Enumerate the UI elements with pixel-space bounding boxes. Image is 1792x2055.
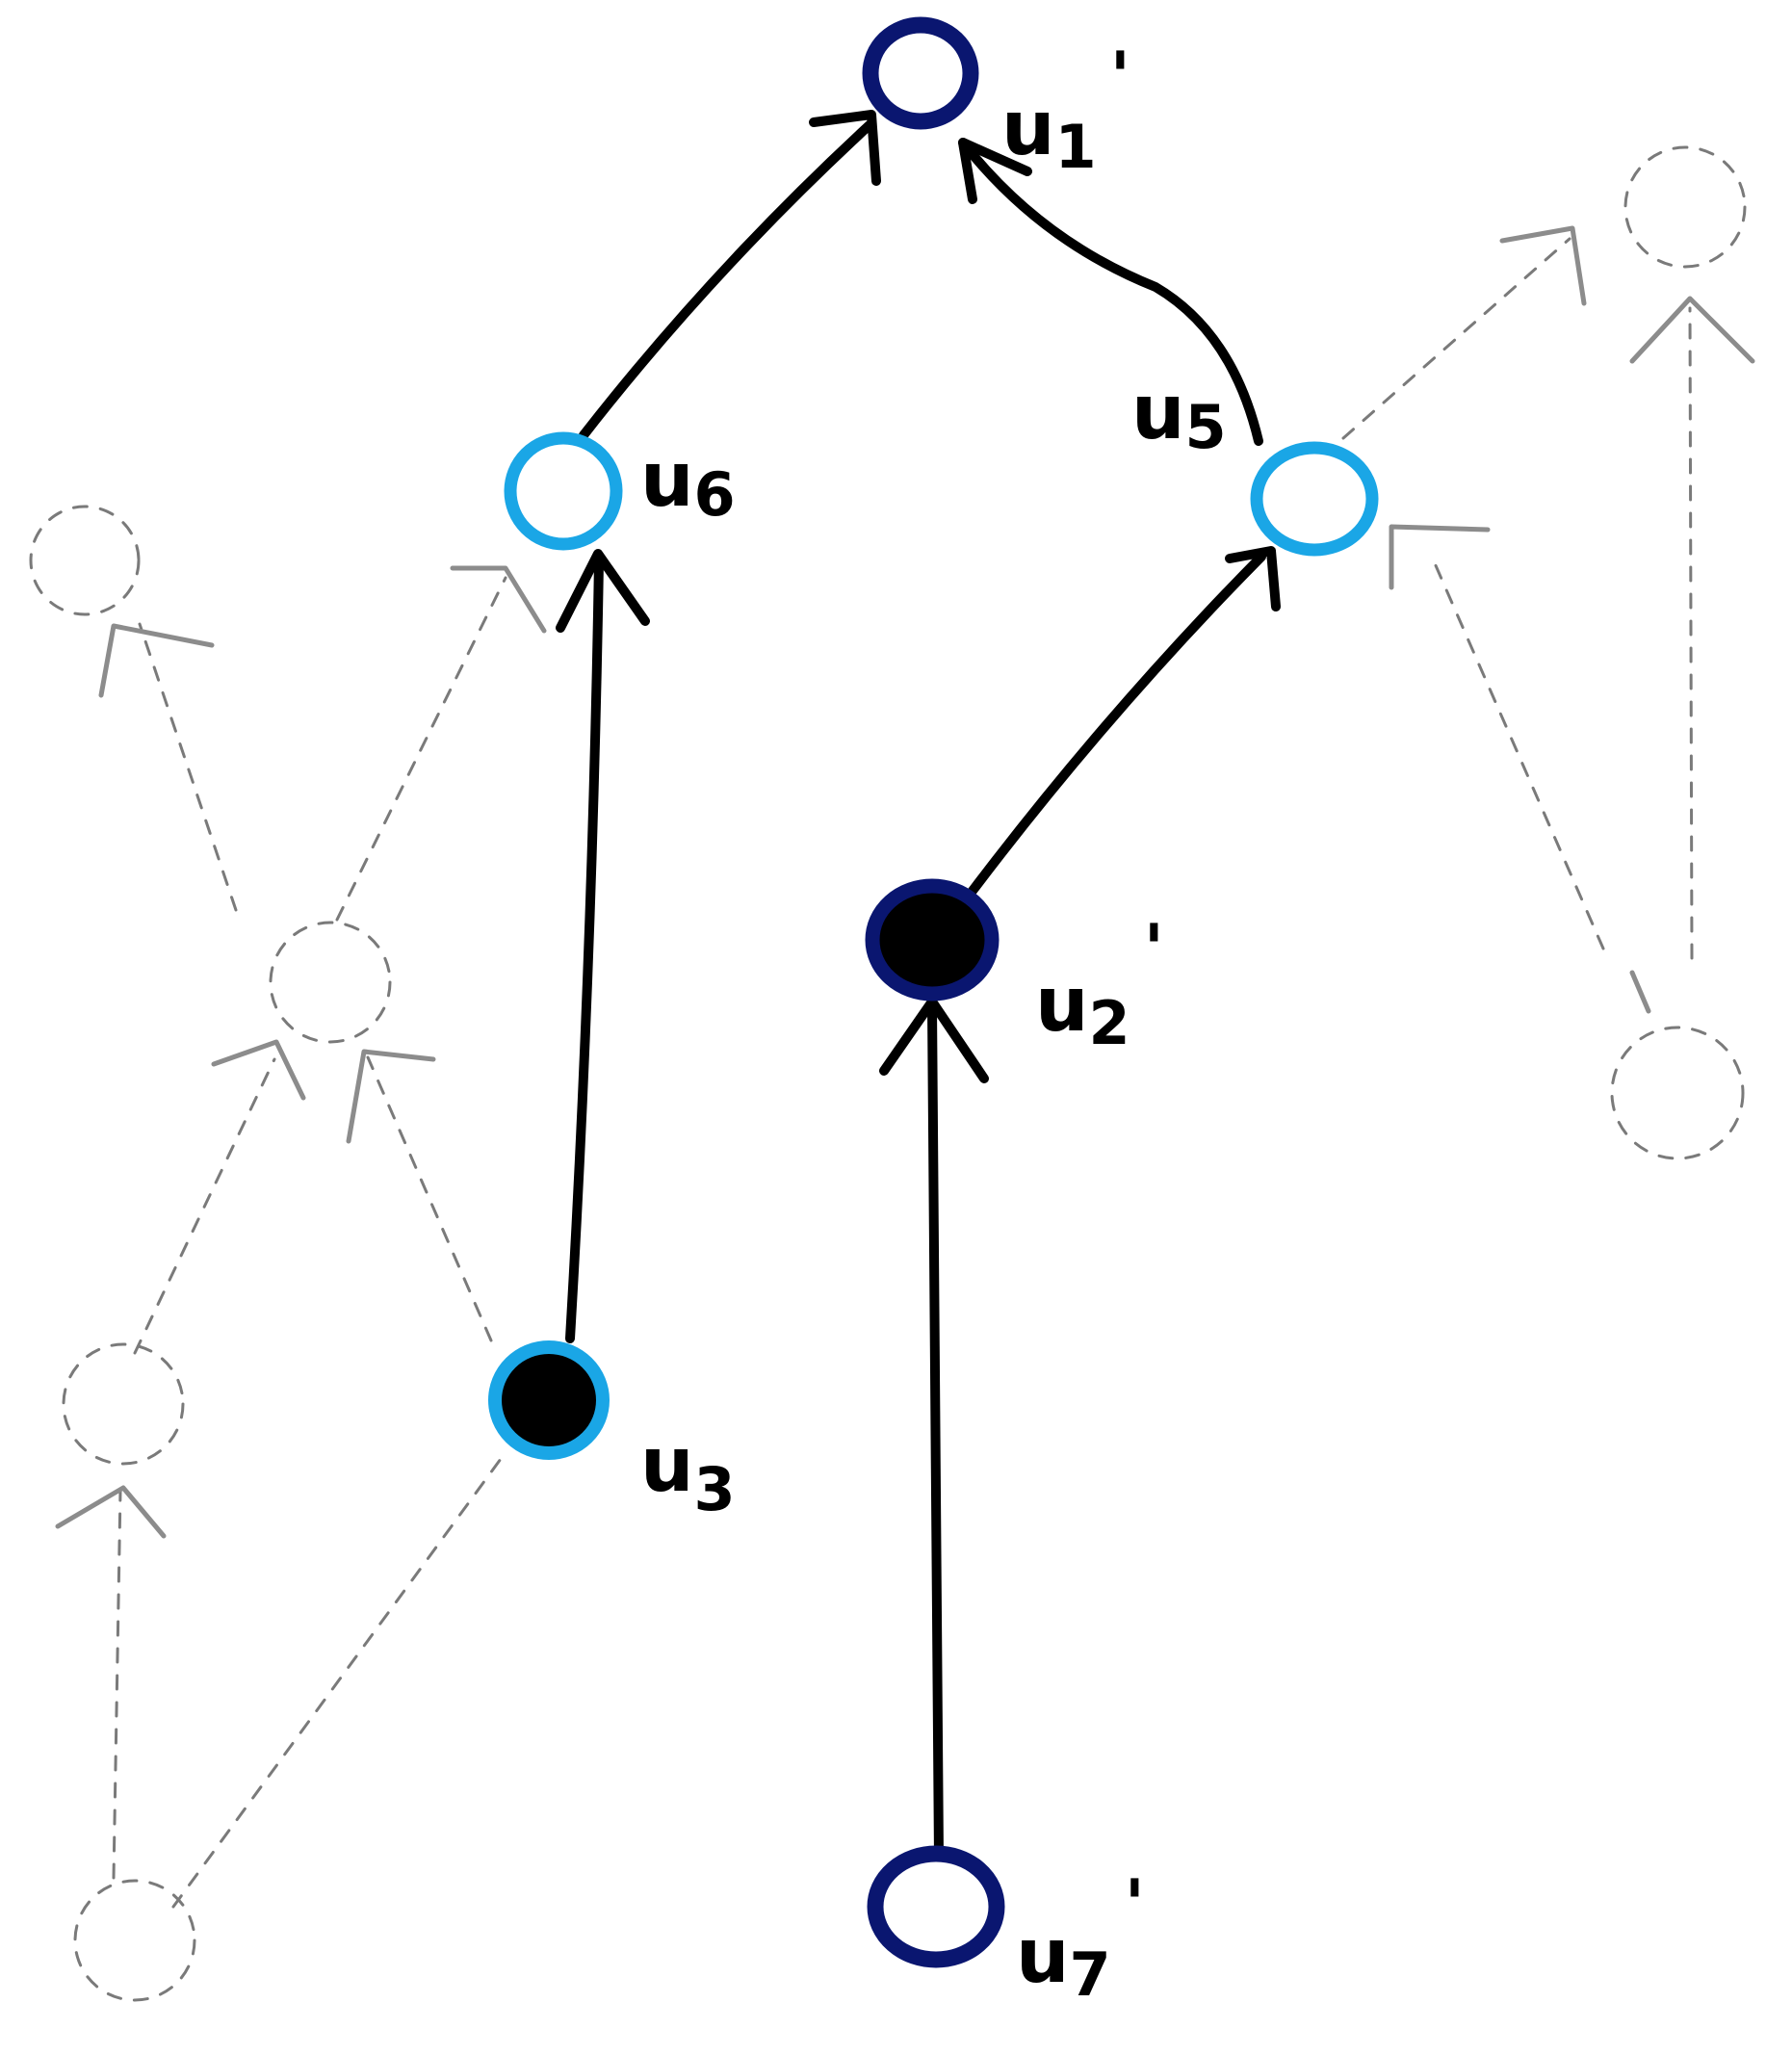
arrowhead-u1-right <box>958 138 1032 204</box>
label-u7-prime: u7' <box>1016 1865 1145 2010</box>
label-u7-sub: 7 <box>1070 1939 1111 2010</box>
label-u5-sub: 5 <box>1185 392 1227 462</box>
edge-u3-u6 <box>565 556 604 1343</box>
arrowhead-u2 <box>879 997 989 1083</box>
ghost-arrowhead <box>1629 296 1755 364</box>
label-u2-name: u <box>1035 962 1089 1049</box>
arrowhead-u1-left <box>809 110 881 186</box>
label-u3-name: u <box>640 1422 694 1509</box>
ghost-edge <box>1341 237 1571 440</box>
label-u5-name: u <box>1131 370 1185 456</box>
ghost-node <box>269 921 392 1044</box>
ghost-arrowhead <box>1389 524 1491 590</box>
arrowhead-u5 <box>1225 546 1281 611</box>
ghost-node <box>73 1879 196 2002</box>
label-u1-name: u <box>1001 86 1055 172</box>
arrowhead-u6 <box>556 549 650 633</box>
label-u3-sub: 3 <box>694 1454 736 1524</box>
label-u6: u6 <box>640 437 736 530</box>
label-u7-name: u <box>1016 1913 1070 2000</box>
ghost-edge <box>335 576 507 922</box>
label-u1-sub: 1 <box>1055 112 1097 182</box>
node-u5 <box>1250 441 1379 557</box>
label-u2-sub: 2 <box>1089 988 1130 1058</box>
label-u2-prime-mark: ' <box>1144 910 1164 989</box>
ghost-edge <box>1433 561 1605 950</box>
ghost-edge <box>133 1057 276 1355</box>
ghost-arrowhead <box>450 565 547 634</box>
ghost-arrowhead <box>211 1039 306 1101</box>
label-u3: u3 <box>640 1422 736 1524</box>
ghost-node <box>62 1342 185 1466</box>
edge-u7-u2 <box>927 1001 944 1863</box>
ghost-node <box>29 505 141 616</box>
ghost-edge <box>366 1055 493 1342</box>
edge-u2-u5 <box>968 552 1266 896</box>
ghost-edge <box>112 1489 122 1880</box>
ghost-edge <box>1688 306 1694 960</box>
node-u7-prime <box>867 1845 1005 1968</box>
node-u3 <box>488 1340 610 1460</box>
edge-u5-u1 <box>958 138 1263 446</box>
ghost-arrowhead <box>55 1485 167 1539</box>
node-u6 <box>504 431 623 551</box>
label-u1-prime-mark: ' <box>1110 38 1130 117</box>
main-nodes <box>488 16 1379 1968</box>
node-u1-prime <box>862 16 979 130</box>
ghost-arrowhead <box>1629 970 1651 1014</box>
ghost-edge <box>171 1457 503 1909</box>
node-u2-prime <box>865 878 1000 1001</box>
node-labels: u1' u6 u5 u2' u3 u7' <box>640 38 1227 2010</box>
ghost-structure <box>29 145 1747 2002</box>
ghost-arrowhead <box>346 1049 436 1144</box>
label-u5: u5 <box>1131 370 1227 462</box>
label-u1-prime: u1' <box>1001 38 1130 182</box>
label-u6-sub: 6 <box>694 459 736 530</box>
label-u6-name: u <box>640 437 694 524</box>
solid-edges <box>556 110 1281 1863</box>
ghost-node <box>1623 145 1747 269</box>
ghost-arrowhead <box>1499 225 1587 306</box>
label-u2-prime: u2' <box>1035 910 1164 1058</box>
ghost-arrowhead <box>98 623 215 698</box>
label-u7-prime-mark: ' <box>1125 1865 1145 1944</box>
edge-u6-u1 <box>579 118 876 440</box>
ghost-node <box>1610 1026 1745 1160</box>
ghost-edge <box>138 622 238 912</box>
ghost-arrowheads <box>55 225 1755 1539</box>
